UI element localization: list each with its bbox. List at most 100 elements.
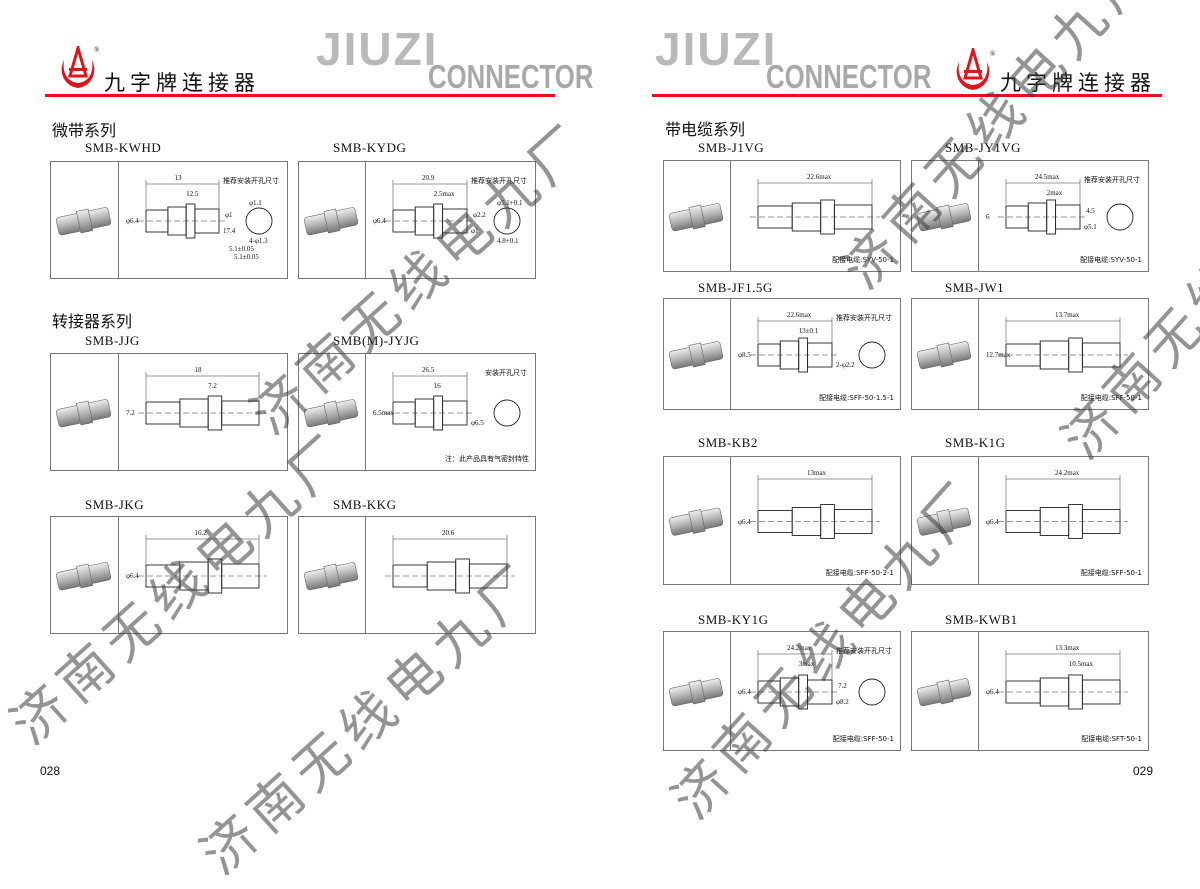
cable-note: 配接电缆:SFF-50-1 xyxy=(832,735,894,743)
brand-name-right: 九字牌连接器 xyxy=(1000,71,1156,95)
dimension-label: 20.6 xyxy=(442,529,455,537)
dimension-label: φ1 xyxy=(225,211,233,219)
connector-outline xyxy=(750,317,886,373)
connector-logo-right: CONNECTOR xyxy=(766,58,932,95)
dimension-label: 12.7max xyxy=(986,351,1011,359)
connector-outline xyxy=(750,650,886,710)
dimension-label: 7.2 xyxy=(208,382,217,390)
connector-outline xyxy=(998,317,1128,373)
watermark: 济南无线电九厂 xyxy=(1049,106,1200,471)
model-label: SMB-KKG xyxy=(333,497,397,512)
mounting-hole-caption: 安装开孔尺寸 xyxy=(485,369,527,377)
header-rule-right xyxy=(652,94,1162,97)
model-label: SMB-J1VG xyxy=(698,140,765,155)
dimension-label: φ1.1 xyxy=(249,199,262,207)
dimension-label: 13max xyxy=(807,469,827,477)
mounting-hole-caption: 推荐安装开孔尺寸 xyxy=(836,647,892,655)
technical-drawing: 13.3max φ6.4 10.5max 配接电缆:SFT-50-1 xyxy=(978,632,1148,750)
cable-note: 配接电缆:SFT-50-1 xyxy=(1081,735,1142,743)
model-label: SMB-KYDG xyxy=(333,140,407,155)
product-photo xyxy=(299,162,366,278)
model-label: SMB-JY1VG xyxy=(945,140,1022,155)
mounting-hole-caption: 推荐安装开孔尺寸 xyxy=(223,177,279,185)
product-photo xyxy=(664,457,731,584)
product-photo xyxy=(51,354,119,470)
dimension-label: 5.1±0.05 xyxy=(229,245,254,253)
dimension-label: φ8.5 xyxy=(738,351,751,359)
connector-outline xyxy=(385,372,521,431)
dimension-label: 22.6max xyxy=(807,173,832,181)
dimension-label: 17.4 xyxy=(223,227,236,235)
header-rule-left xyxy=(45,94,555,97)
dimension-label: 24.2max xyxy=(787,644,812,652)
dimension-label: φ6.4 xyxy=(738,688,751,696)
brand-logo xyxy=(58,42,98,90)
model-label: SMB-K1G xyxy=(945,435,1006,450)
dimension-label: 2max xyxy=(1046,189,1063,197)
dimension-label: 13.3max xyxy=(1055,644,1080,652)
product-photo xyxy=(299,354,366,470)
dimension-label: 20.9 xyxy=(422,174,435,182)
page-number-right: 029 xyxy=(1133,764,1154,778)
product-photo xyxy=(912,632,979,750)
cable-note: 配接电缆:SFF-50-2-1 xyxy=(825,569,894,577)
dimension-label: φ5.1+0.1 xyxy=(497,199,523,207)
cable-note: 配接电缆:SYV-50-1 xyxy=(832,256,894,264)
connector-outline xyxy=(385,535,515,594)
mounting-hole-caption: 推荐安装开孔尺寸 xyxy=(1084,176,1140,184)
product-photo xyxy=(51,162,119,278)
dimension-label: φ6.4 xyxy=(986,688,999,696)
dimension-label: 10.5max xyxy=(1068,660,1093,668)
dimension-label: 4-φ1.3 xyxy=(249,237,268,245)
dimension-label: 13 xyxy=(174,174,182,182)
dimension-label: 18 xyxy=(194,366,202,374)
connector-outline xyxy=(385,180,521,239)
dimension-label: 16 xyxy=(433,382,441,390)
registered-mark: ® xyxy=(990,50,996,58)
page-number-left: 028 xyxy=(40,764,61,778)
jiuzi-logo-right: JIUZI xyxy=(655,23,778,75)
dimension-label: φ6.4 xyxy=(986,517,999,526)
dimension-label: φ8.2 xyxy=(836,698,849,706)
model-label: SMB-KWHD xyxy=(85,140,162,155)
dimension-label: 6 xyxy=(986,213,990,221)
cable-note: 配接电缆:SFF-50-1 xyxy=(1080,569,1142,577)
model-label: SMB-JKG xyxy=(85,497,145,512)
model-label: SMB-JW1 xyxy=(945,280,1005,295)
product-panel: 13.3max φ6.4 10.5max 配接电缆:SFT-50-1 xyxy=(911,631,1149,751)
connector-outline xyxy=(998,650,1128,710)
product-photo xyxy=(51,517,119,633)
dimension-label: 5.1±0.05 xyxy=(234,253,259,261)
dimension-label: 3max xyxy=(798,660,815,668)
dimension-label: 26.5 xyxy=(422,366,435,374)
cable-note: 配接电缆:SYV-50-1 xyxy=(1080,256,1142,264)
dimension-label: 13±0.1 xyxy=(798,327,819,335)
product-photo xyxy=(912,161,979,271)
technical-drawing: 20.6 xyxy=(365,517,535,633)
dimension-label: 4.5 xyxy=(1086,207,1095,215)
dimension-label: φ6.4 xyxy=(126,217,139,225)
dimension-label: φ6.5 xyxy=(471,419,484,427)
section-title-adapter: 转接器系列 xyxy=(52,312,133,331)
cable-note: 配接电缆:SFF-50-1 xyxy=(1080,394,1142,402)
connector-outline xyxy=(750,179,880,235)
connector-outline xyxy=(138,372,267,431)
connector-outline xyxy=(138,535,267,594)
dimension-label: φ6.4 xyxy=(126,572,139,580)
connector-outline xyxy=(750,475,880,539)
product-panel: 22.6max 配接电缆:SYV-50-1 xyxy=(663,160,901,272)
jiuzi-logo-left: JIUZI xyxy=(316,23,439,75)
